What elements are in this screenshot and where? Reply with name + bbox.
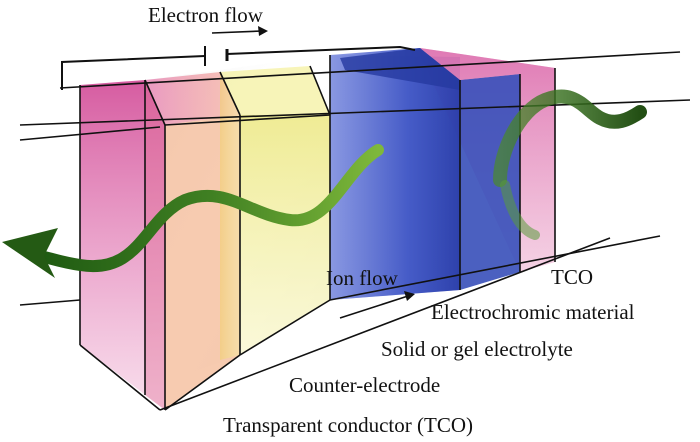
external-circuit: [61, 45, 416, 90]
wireframe-lines: [19, 51, 691, 411]
counter-electrode-layer: [165, 66, 330, 410]
right-tco-layer: [420, 48, 555, 272]
ion-flow-label: Ion flow: [326, 266, 399, 290]
light-arrowhead-icon: [2, 228, 58, 278]
electron-flow-label: Electron flow: [148, 3, 264, 27]
electrochromic-layer: [330, 48, 520, 300]
light-wave-right: [493, 89, 647, 240]
counter-electrode-label: Counter-electrode: [289, 373, 440, 397]
electrochromic-material-label: Electrochromic material: [431, 300, 635, 324]
electron-flow-arrow: [211, 26, 268, 36]
ion-flow-arrow: [339, 291, 415, 319]
electrolyte-label: Solid or gel electrolyte: [381, 337, 573, 361]
left-tco-layer: [80, 72, 240, 410]
tco-label: TCO: [551, 265, 593, 289]
transparent-conductor-label: Transparent conductor (TCO): [223, 413, 473, 437]
light-wave-left: [2, 144, 384, 278]
